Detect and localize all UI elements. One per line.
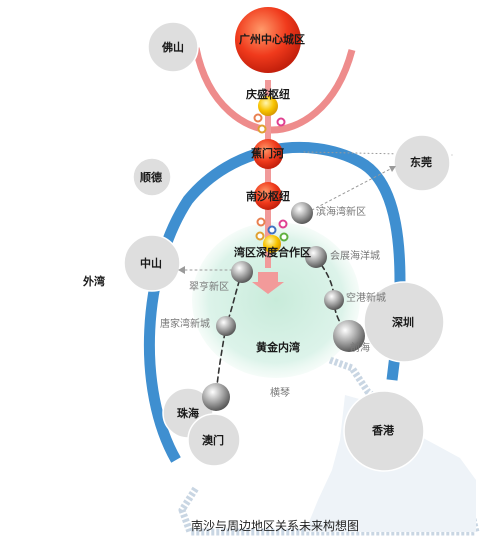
label-foshan: 佛山 [162,41,184,54]
wanqu-hub [263,235,281,253]
zhongshan-circle [123,234,181,292]
cuiheng-node [231,261,253,283]
foshan-circle [147,21,199,73]
label-huangjin: 黄金内湾 [256,341,300,354]
tangjiawan-node [216,316,236,336]
label-hengqin: 横琴 [270,388,290,399]
konggang-node [324,290,344,310]
label-qingsheng: 庆盛枢纽 [246,88,290,101]
label-binhaiwan: 滨海湾新区 [316,207,366,218]
shenzhen-circle [363,281,445,363]
label-xianggang: 香港 [372,424,394,437]
label-shenzhen: 深圳 [392,316,414,329]
arrowhead-zhongshan [178,266,185,274]
guangzhou-core [235,7,301,73]
dongguan-circle [393,134,451,192]
label-dongguan: 东莞 [410,156,432,169]
nansha-hub-node [254,182,282,210]
xianggang-circle [343,390,425,472]
label-qianhai: 前海 [350,343,370,354]
label-aomen: 澳门 [202,434,224,447]
city-circles [123,21,451,472]
label-huizhan: 会展海洋城 [330,251,380,262]
label-guangzhou: 广州中心城区 [239,33,305,46]
label-wanqu: 湾区深度合作区 [234,246,311,259]
label-konggang: 空港新城 [346,293,386,304]
label-zhongshan: 中山 [140,257,162,270]
qianhai-node [333,320,365,352]
qingsheng-hub [258,96,278,116]
label-tangjiawan: 唐家湾新城 [160,319,210,330]
aomen-circle [187,413,241,467]
arrowhead-dongguan [389,166,396,172]
silver-nodes [202,202,365,411]
binhaiwan-node [291,202,313,224]
label-jiaomenhe: 蕉门河 [251,147,284,160]
hub-dots [253,113,289,242]
label-nansha-hub: 南沙枢纽 [246,190,290,203]
shunde-circle [132,157,172,197]
down-arrow [252,272,284,294]
label-shunde: 顺德 [140,171,162,184]
huizhan-node [305,246,327,268]
inner-arc [192,47,356,134]
label-cuiheng: 翠亨新区 [189,282,229,293]
figure-caption: 南沙与周边地区关系未来构想图 [191,519,360,533]
label-zhuhai: 珠海 [177,407,199,420]
label-waiwan: 外湾 [83,275,105,288]
hengqin-node [202,383,230,411]
jiaomenhe-node [253,139,283,169]
